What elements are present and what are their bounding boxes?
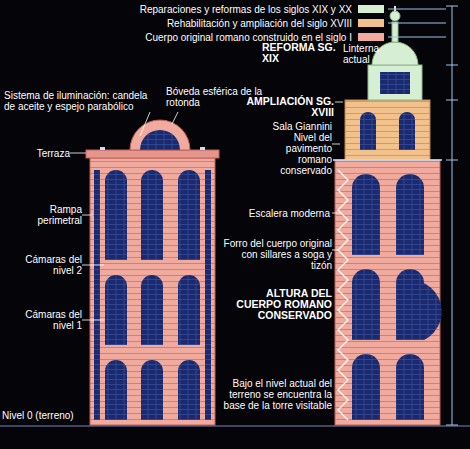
legend-swatch (358, 19, 384, 27)
legend-swatch (358, 33, 384, 41)
callout-label: AMPLIACIÓN SG. XVIII (230, 96, 334, 118)
callout-label: Nivel 0 (terreno) (2, 410, 92, 421)
legend-text: Rehabilitación y ampliación del siglo XV… (167, 18, 352, 29)
callout-label: Forro del cuerpo original con sillares a… (222, 238, 332, 271)
callout-label: Bajo el nivel actual del terreno se encu… (222, 378, 332, 411)
callout-label: Rampa perimetral (18, 204, 82, 226)
callout-label: Nivel del pavimento romano conservado (262, 132, 332, 176)
callout-label: Sala Giannini (262, 121, 332, 132)
callout-label: Terraza (30, 148, 70, 159)
legend-text: Reparaciones y reformas de los siglos XI… (140, 4, 352, 15)
legend-text: Cuerpo original romano construido en el … (145, 32, 352, 43)
callout-label: Sistema de iluminación: candela de aceit… (4, 90, 152, 112)
callout-label: Cámaras del nivel 2 (18, 254, 82, 276)
legend-swatch (358, 5, 384, 13)
callout-label: ALTURA DEL CUERPO ROMANO CONSERVADO (222, 288, 332, 321)
callout-label: REFORMA SG. XIX (262, 42, 342, 64)
callout-label: Escalera moderna (240, 208, 330, 219)
callout-label: Linterna actual (343, 43, 383, 65)
callout-label: Cámaras del nivel 1 (18, 309, 82, 331)
